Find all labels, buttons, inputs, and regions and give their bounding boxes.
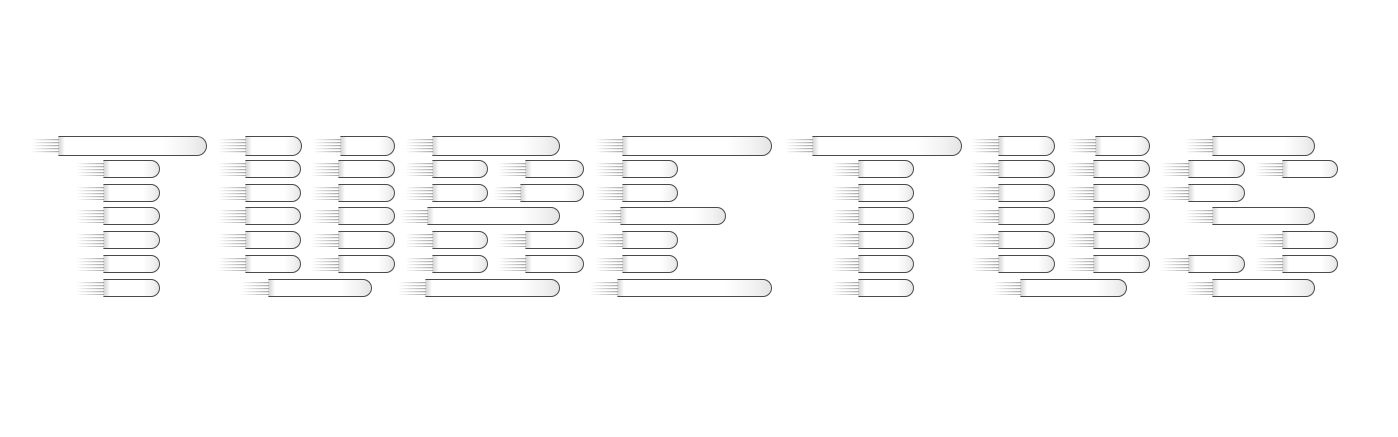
pill-segment xyxy=(858,160,914,178)
pill-segment xyxy=(103,184,160,202)
pill-segment xyxy=(858,207,914,225)
pill-segment xyxy=(622,184,678,202)
pill-segment xyxy=(812,136,962,156)
pill-segment xyxy=(340,136,395,156)
pill-segment xyxy=(432,136,560,156)
pill-segment xyxy=(525,231,584,249)
pill-segment xyxy=(1188,160,1245,178)
pill-segment xyxy=(617,279,772,297)
pill-segment xyxy=(1212,136,1315,156)
pill-segment xyxy=(432,231,488,249)
pill-segment xyxy=(525,160,584,178)
pill-segment xyxy=(338,184,395,202)
pill-segment xyxy=(1212,207,1315,225)
pill-segment xyxy=(427,207,560,225)
pill-segment xyxy=(1093,231,1150,249)
pill-segment xyxy=(1095,136,1150,156)
pill-segment xyxy=(1212,279,1315,297)
pill-segment xyxy=(1093,207,1150,225)
pill-segment xyxy=(1093,184,1150,202)
pill-segment xyxy=(103,207,160,225)
pill-segment xyxy=(103,279,160,297)
pill-segment xyxy=(245,207,301,225)
pill-segment xyxy=(1188,184,1245,202)
pill-segment xyxy=(338,207,395,225)
pill-segment xyxy=(858,279,914,297)
pill-segment xyxy=(622,160,678,178)
pill-segment xyxy=(520,184,584,202)
pill-segment xyxy=(58,136,207,156)
pill-segment xyxy=(998,255,1055,273)
pill-segment xyxy=(525,255,584,273)
pill-segment xyxy=(103,160,160,178)
pill-segment xyxy=(1020,279,1127,297)
pill-segment xyxy=(432,255,488,273)
pill-segment xyxy=(998,184,1055,202)
pill-segment xyxy=(998,136,1055,156)
pill-segment xyxy=(858,255,914,273)
pill-segment xyxy=(998,207,1055,225)
pill-segment xyxy=(245,184,301,202)
pill-segment xyxy=(998,231,1055,249)
pill-segment xyxy=(338,255,395,273)
pill-segment xyxy=(338,231,395,249)
pill-segment xyxy=(245,255,301,273)
pill-segment xyxy=(432,160,488,178)
pill-segment xyxy=(622,255,678,273)
pill-segment xyxy=(858,231,914,249)
pill-segment xyxy=(1093,255,1150,273)
pill-segment xyxy=(268,279,372,297)
pill-segment xyxy=(620,207,726,225)
pill-segment xyxy=(245,160,301,178)
pill-segment xyxy=(103,255,160,273)
pill-segment xyxy=(432,184,488,202)
pill-segment xyxy=(1282,231,1338,249)
pill-segment xyxy=(1188,255,1245,273)
pill-segment xyxy=(1282,160,1338,178)
pill-segment xyxy=(622,231,678,249)
pill-segment xyxy=(338,160,395,178)
pill-segment xyxy=(245,231,301,249)
pill-segment xyxy=(245,136,302,156)
pill-segment xyxy=(1282,255,1338,273)
pill-segment xyxy=(1093,160,1150,178)
pill-segment xyxy=(622,136,772,156)
pill-segment xyxy=(425,279,560,297)
pill-segment xyxy=(103,231,160,249)
pill-segment xyxy=(998,160,1055,178)
pill-segment xyxy=(858,184,914,202)
